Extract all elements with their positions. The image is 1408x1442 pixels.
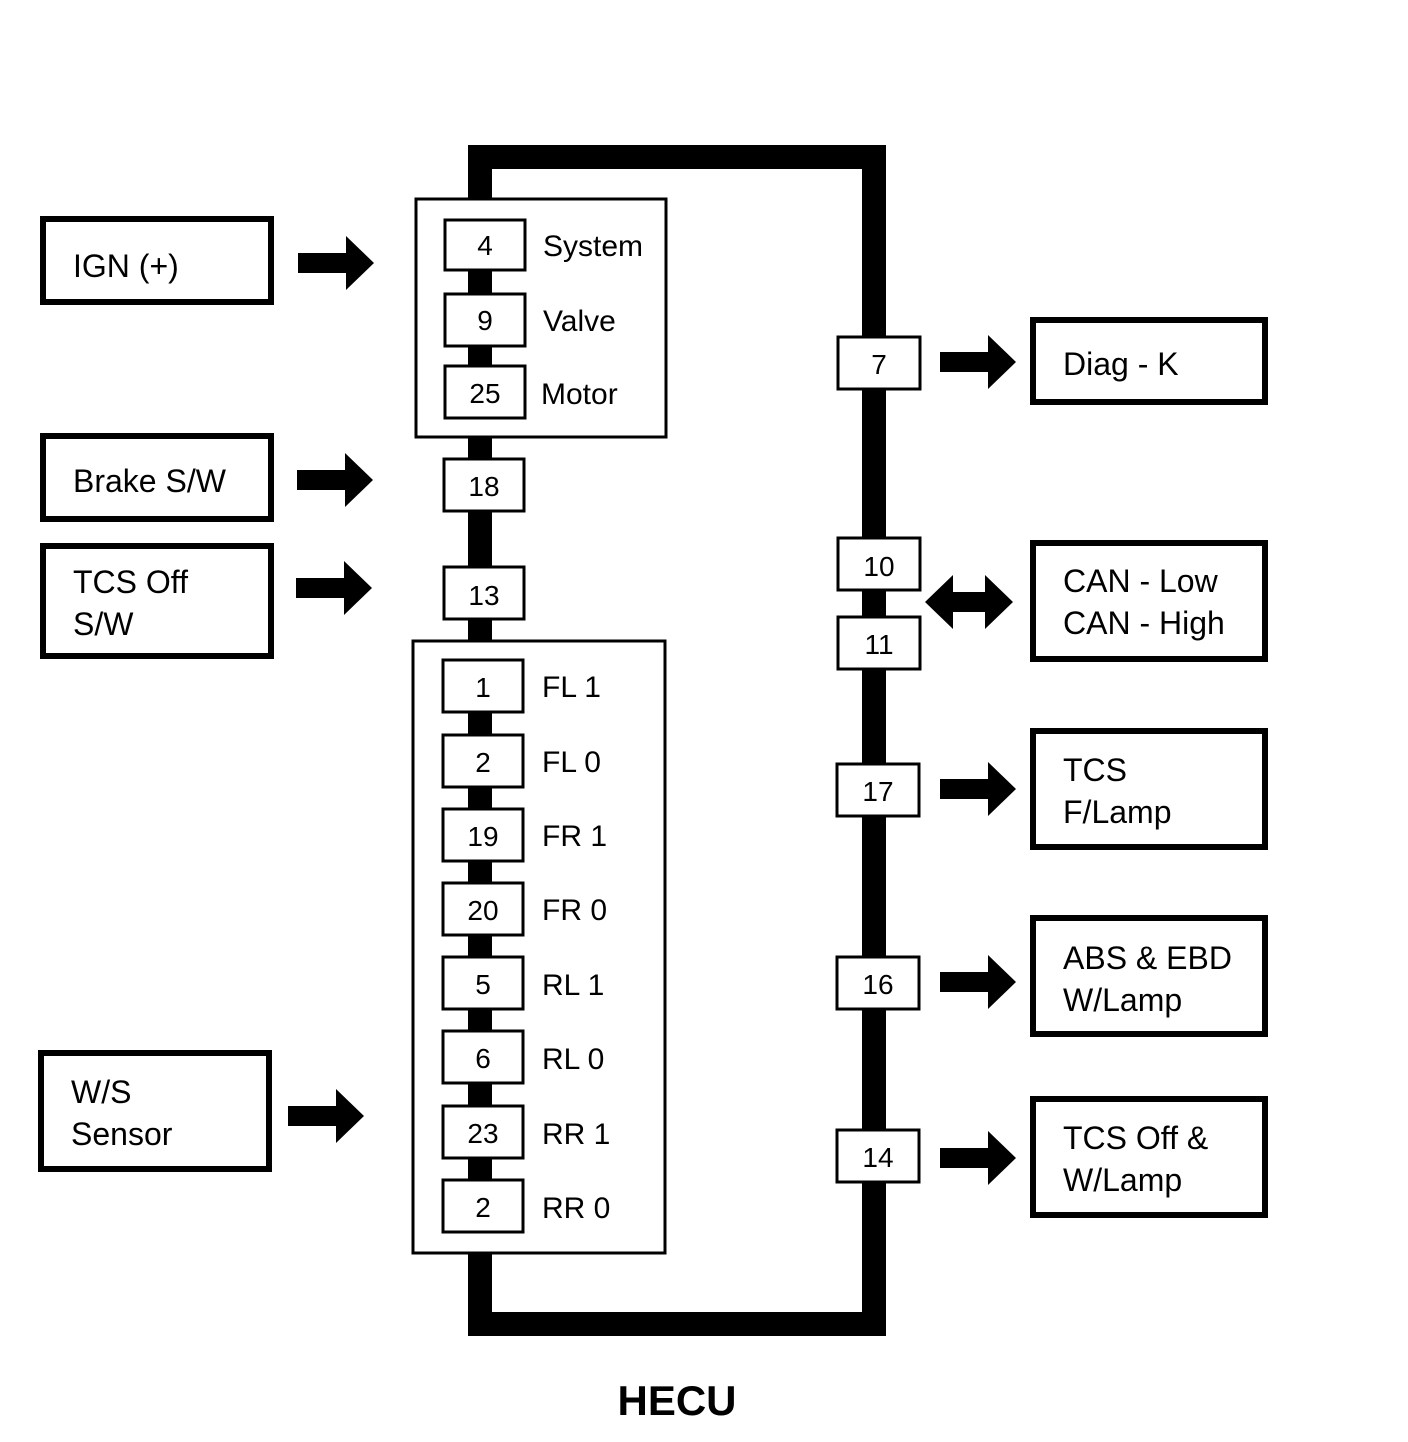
pin-fr1: 19 FR 1 [441, 807, 607, 863]
output-tcs-off-wlamp-line1: TCS Off & [1063, 1120, 1208, 1156]
arrow-can-bidirectional-icon [925, 575, 1013, 629]
pin-abs-ebd-wlamp: 16 [835, 955, 921, 1011]
pin-diag-k-number: 7 [871, 349, 887, 380]
pin-brake-sw: 18 [442, 457, 526, 513]
output-tcs-flamp-line1: TCS [1063, 752, 1127, 788]
pin-rl0-number: 6 [475, 1043, 491, 1074]
pin-rr0: 2 RR 0 [441, 1178, 610, 1234]
pin-diag-k: 7 [836, 335, 922, 391]
pin-fl1-number: 1 [475, 672, 491, 703]
arrow-abs-ebd-right-icon [940, 955, 1016, 1009]
output-can-line1: CAN - Low [1063, 563, 1219, 599]
output-can-line2: CAN - High [1063, 605, 1225, 641]
pin-system: 4 System [443, 218, 643, 272]
input-ign-box: IGN (+) [40, 216, 274, 305]
pin-tcs-flamp: 17 [835, 762, 921, 818]
pin-fl0-number: 2 [475, 747, 491, 778]
output-abs-ebd-line2: W/Lamp [1063, 982, 1182, 1018]
output-tcs-flamp-box: TCS F/Lamp [1030, 728, 1268, 850]
arrow-ws-sensor-right-icon [288, 1089, 364, 1143]
pin-tcs-off-sw-number: 13 [468, 580, 499, 611]
pin-valve-label: Valve [543, 305, 616, 338]
pin-motor: 25 Motor [443, 364, 618, 420]
input-ws-sensor-box: W/S Sensor [38, 1050, 272, 1172]
arrow-brake-right-icon [297, 453, 373, 507]
input-tcs-off-sw-box: TCS Off S/W [40, 543, 274, 659]
output-tcs-off-wlamp-box: TCS Off & W/Lamp [1030, 1096, 1268, 1218]
output-abs-ebd-box: ABS & EBD W/Lamp [1030, 915, 1268, 1037]
pin-tcs-flamp-number: 17 [862, 776, 893, 807]
output-diag-label: Diag - K [1063, 346, 1179, 382]
pin-tcs-off-sw: 13 [442, 565, 526, 621]
arrow-ign-right-icon [298, 236, 374, 290]
input-brake-label: Brake S/W [73, 463, 227, 499]
input-brake-box: Brake S/W [40, 433, 274, 522]
input-ws-sensor-line2: Sensor [71, 1116, 173, 1152]
pin-rl1-number: 5 [475, 969, 491, 1000]
pin-valve: 9 Valve [443, 292, 616, 348]
output-can-box: CAN - Low CAN - High [1030, 540, 1268, 662]
arrow-diag-right-icon [940, 335, 1016, 389]
pin-can-low: 10 [836, 536, 922, 592]
pin-fl1: 1 FL 1 [441, 658, 601, 714]
pin-fr0-label: FR 0 [542, 894, 607, 927]
input-tcs-off-sw-line1: TCS Off [73, 564, 188, 600]
output-tcs-flamp-line2: F/Lamp [1063, 794, 1171, 830]
arrow-tcs-off-wlamp-right-icon [940, 1131, 1016, 1185]
pin-system-label: System [543, 230, 643, 263]
pin-rr1: 23 RR 1 [441, 1104, 610, 1160]
pin-brake-sw-number: 18 [468, 471, 499, 502]
output-tcs-off-wlamp-line2: W/Lamp [1063, 1162, 1182, 1198]
pin-rr0-number: 2 [475, 1192, 491, 1223]
input-ws-sensor-line1: W/S [71, 1074, 131, 1110]
pin-tcs-off-wlamp: 14 [835, 1128, 921, 1184]
pin-rr1-label: RR 1 [542, 1118, 610, 1151]
diagram-title: HECU [617, 1377, 736, 1424]
pin-can-low-number: 10 [863, 551, 894, 582]
pin-valve-number: 9 [477, 305, 493, 336]
pin-fr0: 20 FR 0 [441, 881, 607, 937]
input-ign-label: IGN (+) [73, 248, 179, 284]
output-diag-box: Diag - K [1030, 317, 1268, 405]
pin-fl0: 2 FL 0 [441, 733, 601, 789]
arrow-tcs-flamp-right-icon [940, 762, 1016, 816]
pin-can-high: 11 [836, 615, 922, 671]
pin-rl1: 5 RL 1 [441, 955, 604, 1011]
wheel-group-frame [411, 639, 667, 1255]
pin-rl0-label: RL 0 [542, 1043, 604, 1076]
pin-fr1-number: 19 [467, 821, 498, 852]
arrow-tcs-off-sw-right-icon [296, 561, 372, 615]
pin-motor-number: 25 [469, 378, 500, 409]
pin-abs-ebd-wlamp-number: 16 [862, 969, 893, 1000]
pin-rr0-label: RR 0 [542, 1192, 610, 1225]
pin-motor-label: Motor [541, 378, 618, 411]
pin-rl1-label: RL 1 [542, 969, 604, 1002]
pin-tcs-off-wlamp-number: 14 [862, 1142, 893, 1173]
pin-system-number: 4 [477, 230, 493, 261]
pin-fr0-number: 20 [467, 895, 498, 926]
pin-fr1-label: FR 1 [542, 820, 607, 853]
output-abs-ebd-line1: ABS & EBD [1063, 940, 1232, 976]
pin-fl0-label: FL 0 [542, 746, 601, 779]
pin-rr1-number: 23 [467, 1118, 498, 1149]
pin-can-high-number: 11 [864, 629, 893, 660]
input-tcs-off-sw-line2: S/W [73, 606, 134, 642]
pin-fl1-label: FL 1 [542, 671, 601, 704]
pin-rl0: 6 RL 0 [441, 1029, 604, 1085]
